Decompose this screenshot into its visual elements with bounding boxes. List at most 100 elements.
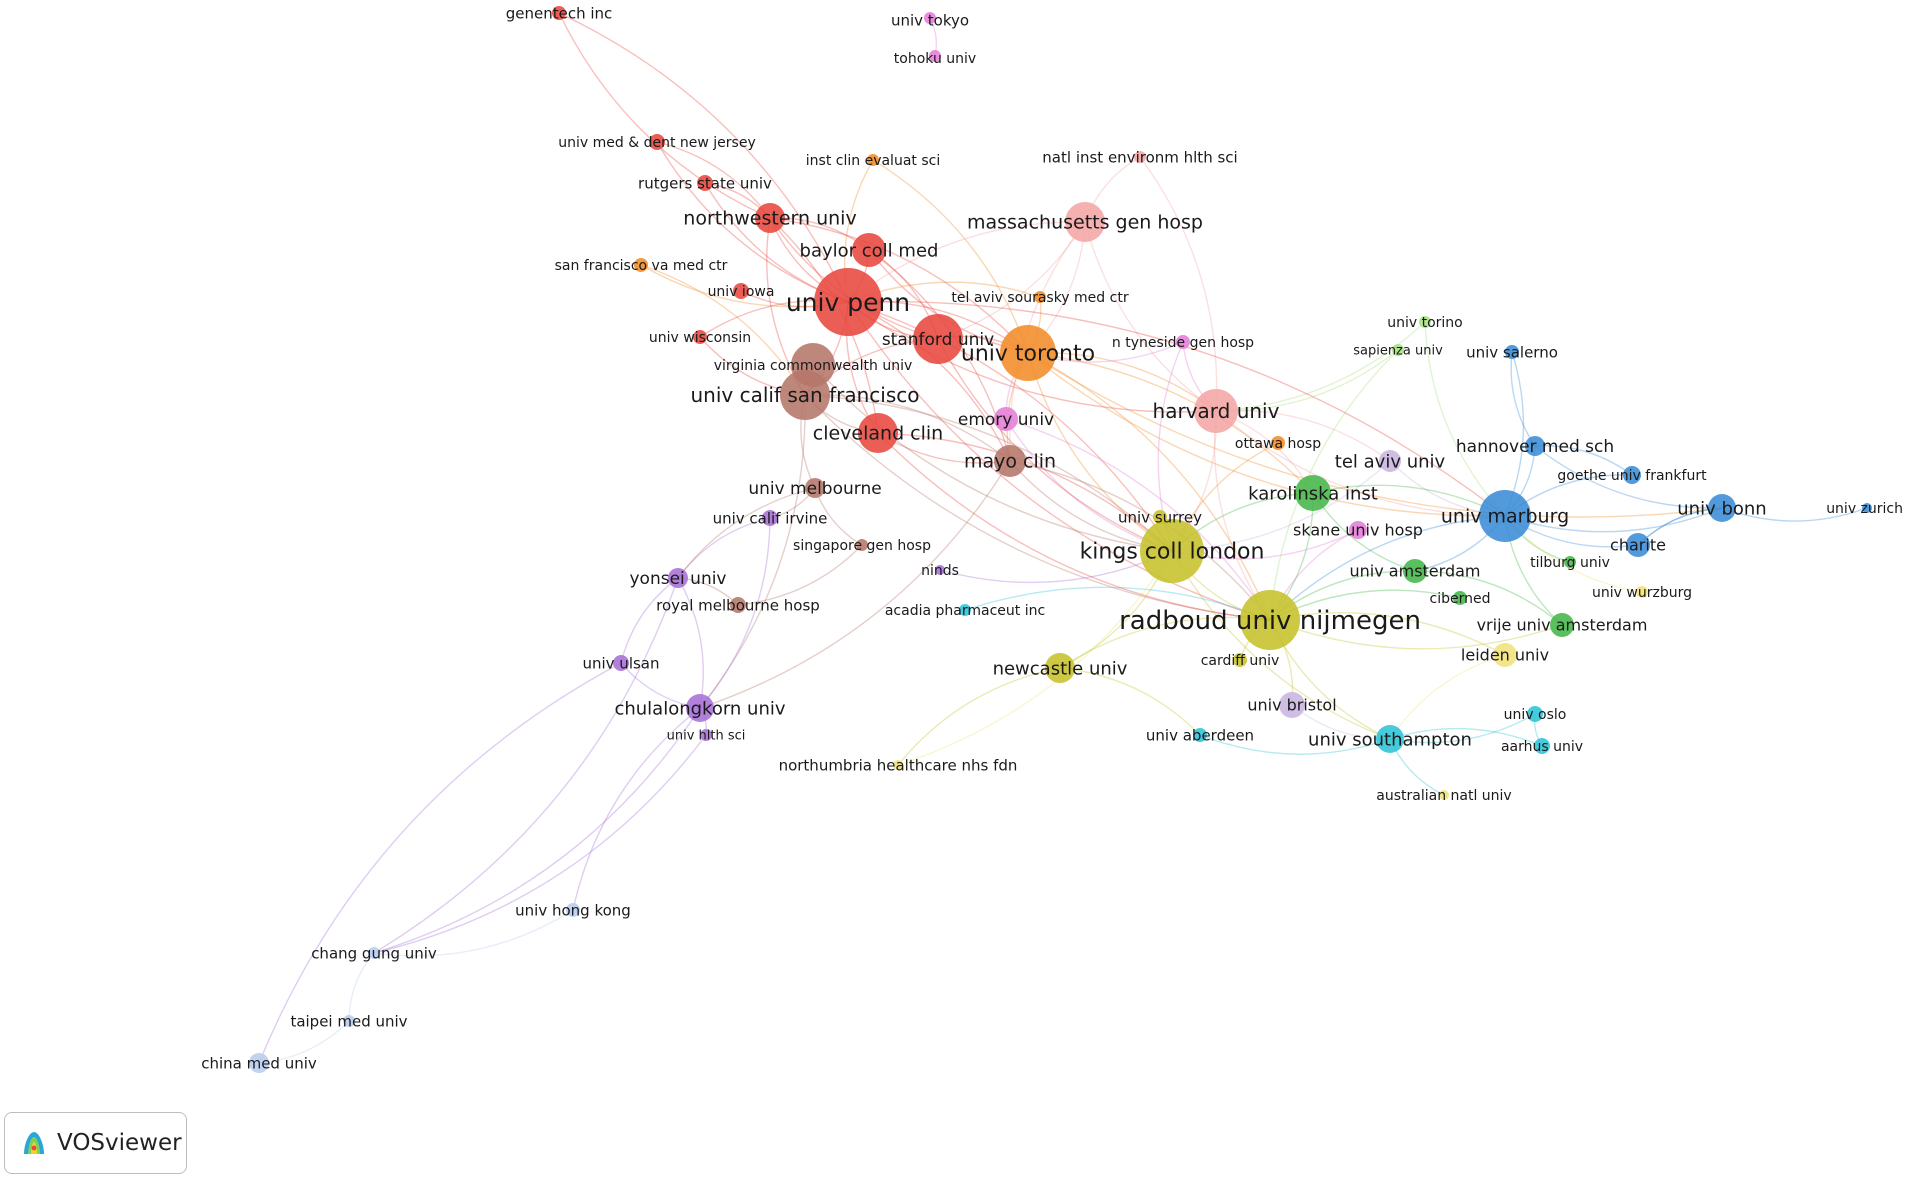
network-node[interactable] bbox=[994, 445, 1026, 477]
network-link bbox=[847, 301, 1271, 621]
network-node[interactable] bbox=[686, 694, 714, 722]
network-node[interactable] bbox=[1140, 519, 1204, 583]
network-node[interactable] bbox=[634, 258, 648, 272]
node-label: univ ulsan bbox=[582, 654, 659, 672]
node-label: univ tokyo bbox=[891, 11, 969, 29]
network-node[interactable] bbox=[566, 903, 580, 917]
node-label: univ med & dent new jersey bbox=[558, 135, 755, 151]
network-node[interactable] bbox=[1376, 725, 1404, 753]
network-node[interactable] bbox=[1564, 556, 1576, 568]
node-label: ciberned bbox=[1430, 591, 1491, 607]
network-node[interactable] bbox=[1392, 344, 1404, 356]
network-node[interactable] bbox=[755, 203, 785, 233]
network-node[interactable] bbox=[1626, 533, 1650, 557]
node-label: radboud univ nijmegen bbox=[1119, 606, 1421, 636]
network-node[interactable] bbox=[1176, 335, 1190, 349]
network-link bbox=[897, 667, 1061, 766]
network-node[interactable] bbox=[668, 568, 688, 588]
network-node[interactable] bbox=[1379, 450, 1401, 472]
network-node[interactable] bbox=[1527, 706, 1543, 722]
network-link bbox=[937, 338, 1173, 552]
network-node[interactable] bbox=[1295, 475, 1331, 511]
network-node[interactable] bbox=[649, 134, 665, 150]
network-link bbox=[1027, 352, 1173, 552]
network-node[interactable] bbox=[805, 478, 825, 498]
network-node[interactable] bbox=[762, 510, 778, 526]
network-node[interactable] bbox=[1193, 728, 1207, 742]
network-node[interactable] bbox=[1479, 490, 1531, 542]
network-node[interactable] bbox=[893, 760, 903, 770]
vosviewer-brand-name: VOSviewer bbox=[57, 1130, 182, 1156]
network-node[interactable] bbox=[1000, 325, 1056, 381]
network-node[interactable] bbox=[1240, 590, 1300, 650]
network-node[interactable] bbox=[913, 314, 963, 364]
network-node[interactable] bbox=[1439, 790, 1449, 800]
network-node[interactable] bbox=[697, 175, 713, 191]
network-link bbox=[1269, 612, 1506, 656]
network-node[interactable] bbox=[693, 330, 707, 344]
node-label: goethe univ frankfurt bbox=[1557, 468, 1707, 484]
network-node[interactable] bbox=[1525, 436, 1545, 456]
node-label: univ iowa bbox=[708, 284, 775, 300]
network-node[interactable] bbox=[856, 539, 868, 551]
network-node[interactable] bbox=[852, 233, 886, 267]
network-link bbox=[1534, 445, 1633, 476]
network-node[interactable] bbox=[1623, 466, 1641, 484]
node-label: tel aviv sourasky med ctr bbox=[951, 290, 1128, 306]
node-label: harvard univ bbox=[1153, 399, 1280, 423]
network-node[interactable] bbox=[552, 6, 566, 20]
network-node[interactable] bbox=[994, 407, 1018, 431]
network-link bbox=[1269, 619, 1563, 650]
node-label: univ toronto bbox=[961, 342, 1095, 367]
network-node[interactable] bbox=[1862, 503, 1872, 513]
network-node[interactable] bbox=[1534, 738, 1550, 754]
network-node[interactable] bbox=[1134, 151, 1146, 163]
network-link bbox=[677, 577, 704, 709]
network-node[interactable] bbox=[730, 597, 746, 613]
network-node[interactable] bbox=[959, 604, 971, 616]
network-link bbox=[1414, 570, 1563, 626]
network-node[interactable] bbox=[1493, 643, 1517, 667]
network-link bbox=[677, 517, 771, 579]
network-link bbox=[1510, 351, 1536, 447]
network-node[interactable] bbox=[1419, 316, 1431, 328]
network-node[interactable] bbox=[1550, 613, 1574, 637]
network-node[interactable] bbox=[700, 729, 712, 741]
network-link bbox=[737, 544, 863, 606]
network-node[interactable] bbox=[1034, 291, 1046, 303]
network-node[interactable] bbox=[1505, 345, 1519, 359]
network-node[interactable] bbox=[935, 565, 945, 575]
network-node[interactable] bbox=[1233, 653, 1247, 667]
network-link bbox=[937, 221, 1086, 340]
network-node[interactable] bbox=[1636, 586, 1648, 598]
network-node[interactable] bbox=[814, 268, 882, 336]
network-node[interactable] bbox=[929, 50, 941, 62]
network-node[interactable] bbox=[1271, 436, 1285, 450]
node-label: australian natl univ bbox=[1376, 788, 1511, 804]
network-node[interactable] bbox=[1453, 591, 1467, 605]
network-node[interactable] bbox=[1403, 559, 1427, 583]
network-node[interactable] bbox=[1279, 692, 1305, 718]
network-node[interactable] bbox=[858, 413, 898, 453]
node-label: univ amsterdam bbox=[1350, 562, 1481, 581]
network-node[interactable] bbox=[1708, 494, 1736, 522]
node-label: baylor coll med bbox=[800, 240, 939, 261]
network-node[interactable] bbox=[368, 947, 380, 959]
node-label: tohoku univ bbox=[894, 51, 976, 67]
vosviewer-brand-box: VOSviewer bbox=[4, 1112, 187, 1174]
network-node[interactable] bbox=[1194, 389, 1238, 433]
network-node[interactable] bbox=[867, 154, 879, 166]
network-node[interactable] bbox=[924, 12, 936, 24]
network-node[interactable] bbox=[1349, 521, 1367, 539]
node-label: royal melbourne hosp bbox=[656, 596, 820, 614]
network-node[interactable] bbox=[1065, 202, 1105, 242]
network-node[interactable] bbox=[780, 370, 830, 420]
node-label: ottawa hosp bbox=[1235, 436, 1321, 452]
network-node[interactable] bbox=[249, 1053, 269, 1073]
network-node[interactable] bbox=[1045, 653, 1075, 683]
network-link bbox=[1215, 409, 1391, 462]
network-node[interactable] bbox=[733, 283, 749, 299]
network-node[interactable] bbox=[343, 1015, 355, 1027]
node-label: cleveland clin bbox=[813, 423, 943, 445]
network-node[interactable] bbox=[613, 655, 629, 671]
